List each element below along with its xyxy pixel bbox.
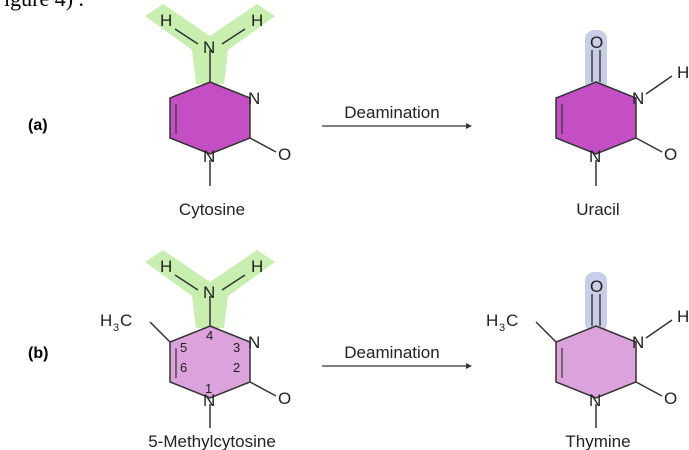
thymine-methyl-bond bbox=[535, 321, 557, 343]
methylcytosine-nh-bond-left bbox=[174, 274, 199, 291]
methylcytosine-n3: N bbox=[248, 333, 260, 352]
arrow-b-label: Deamination bbox=[344, 343, 439, 362]
uracil-co2-bond bbox=[635, 137, 663, 153]
uracil-n1: N bbox=[589, 147, 601, 166]
uracil-o-top: O bbox=[590, 33, 603, 52]
ring-numbering: 1 2 3 4 5 6 bbox=[180, 328, 240, 396]
cytosine-n-amine: N bbox=[203, 38, 215, 57]
uracil-label: Uracil bbox=[576, 200, 619, 219]
methylcytosine-methyl-c: C bbox=[120, 311, 132, 330]
cytosine-label: Cytosine bbox=[179, 200, 245, 219]
uracil-o-right: O bbox=[664, 145, 677, 164]
header-fragment: igure 4) . bbox=[4, 0, 84, 12]
thymine-methyl-group: H 3 C bbox=[486, 311, 518, 334]
cytosine-ring bbox=[169, 81, 251, 155]
cytosine-o: O bbox=[278, 145, 291, 164]
thymine-carbonyl-highlight bbox=[585, 272, 607, 332]
uracil-nh-bond bbox=[645, 75, 673, 95]
cytosine-h-left: H bbox=[160, 11, 172, 30]
ring-number-2: 2 bbox=[233, 360, 240, 375]
methylcytosine-h-right: H bbox=[251, 257, 263, 276]
methylcytosine-methyl-sub: 3 bbox=[113, 322, 119, 334]
cytosine-n3: N bbox=[248, 89, 260, 108]
methylcytosine-o: O bbox=[278, 389, 291, 408]
uracil-h: H bbox=[677, 63, 689, 82]
thymine-n1: N bbox=[589, 391, 601, 410]
methylcytosine-label: 5-Methylcytosine bbox=[148, 432, 276, 450]
ring-number-3: 3 bbox=[233, 340, 240, 355]
thymine-n3: N bbox=[632, 333, 644, 352]
methylcytosine-co-bond bbox=[249, 381, 277, 397]
ring-number-1: 1 bbox=[205, 381, 212, 396]
methylcytosine-n-amine: N bbox=[203, 283, 215, 302]
thymine-methyl-c: C bbox=[506, 311, 518, 330]
cytosine-nh-bond-right bbox=[221, 28, 246, 45]
thymine-co2-bond bbox=[635, 381, 663, 397]
thymine-o-right: O bbox=[664, 389, 677, 408]
row-a-label: (a) bbox=[28, 117, 48, 134]
arrow-a-head bbox=[466, 123, 472, 129]
ring-number-4: 4 bbox=[206, 328, 213, 343]
methylcytosine-nh-bond-right bbox=[221, 274, 246, 291]
methylcytosine-n1: N bbox=[203, 391, 215, 410]
ring-number-5: 5 bbox=[180, 340, 187, 355]
thymine-h: H bbox=[677, 307, 689, 326]
thymine-nh-bond bbox=[645, 319, 673, 339]
methylcytosine-methyl-group: H 3 C bbox=[100, 311, 132, 334]
arrow-a-label: Deamination bbox=[344, 103, 439, 122]
thymine-o-top: O bbox=[590, 277, 603, 296]
cytosine-co-bond bbox=[249, 137, 277, 153]
cytosine-h-right: H bbox=[251, 11, 263, 30]
cytosine-n1: N bbox=[203, 147, 215, 166]
methylcytosine-h-left: H bbox=[160, 257, 172, 276]
methylcytosine-amine-highlight bbox=[145, 250, 275, 328]
ring-number-6: 6 bbox=[180, 360, 187, 375]
uracil-ring bbox=[555, 81, 637, 155]
cytosine-amine-highlight bbox=[145, 4, 275, 84]
arrow-b-head bbox=[466, 363, 472, 369]
thymine-methyl-sub: 3 bbox=[499, 322, 505, 334]
methylcytosine-methyl-bond bbox=[149, 321, 171, 343]
uracil-n3: N bbox=[632, 89, 644, 108]
thymine-methyl-h: H bbox=[486, 311, 498, 330]
methylcytosine-methyl-h: H bbox=[100, 311, 112, 330]
thymine-ring bbox=[555, 325, 637, 399]
row-b-label: (b) bbox=[28, 345, 48, 362]
thymine-label: Thymine bbox=[565, 432, 630, 450]
cytosine-nh-bond-left bbox=[174, 28, 199, 45]
uracil-carbonyl-highlight bbox=[585, 30, 607, 90]
